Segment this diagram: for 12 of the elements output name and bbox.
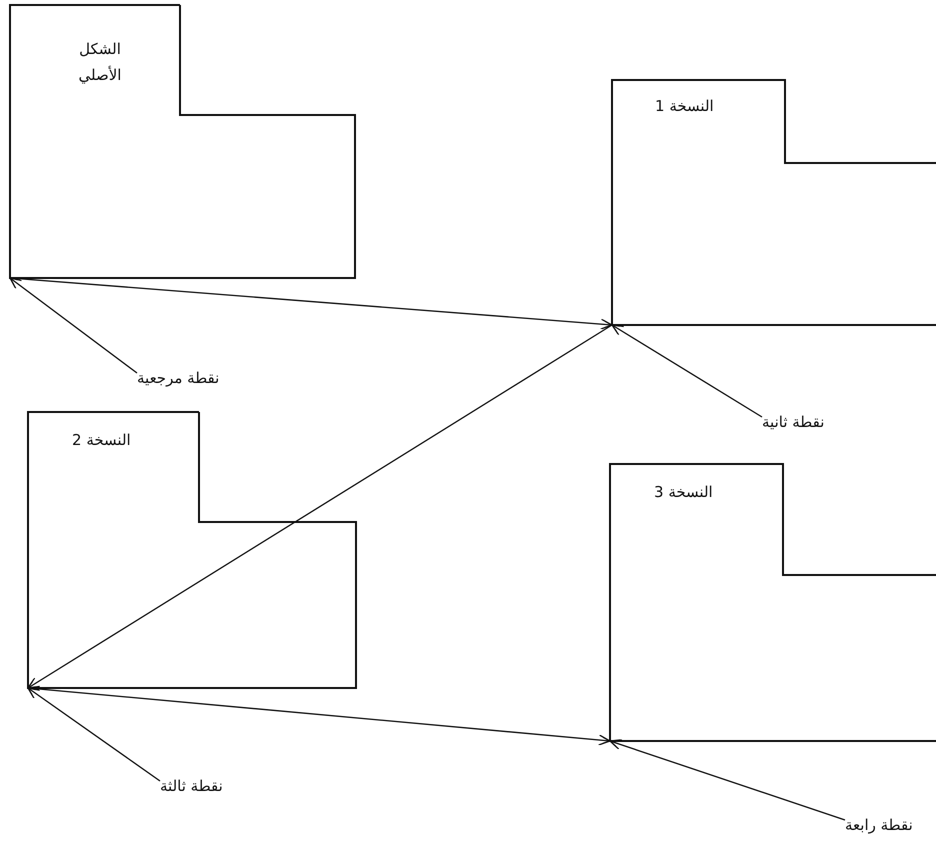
- shape-label: النسخة 3: [654, 482, 713, 502]
- point-label: نقطة ثانية: [762, 412, 824, 432]
- shape-label: الشكل الأصلي: [78, 39, 122, 86]
- leader-line: [27, 687, 160, 782]
- shape-label: النسخة 2: [72, 430, 131, 450]
- leader-line: [609, 739, 846, 821]
- point-label: نقطة رابعة: [845, 815, 913, 835]
- shape-label: النسخة 1: [655, 96, 714, 116]
- leader-line: [9, 277, 138, 374]
- point-label: نقطة مرجعية: [137, 368, 220, 388]
- leader-line: [611, 324, 762, 418]
- point-label: نقطة ثالثة: [160, 776, 223, 796]
